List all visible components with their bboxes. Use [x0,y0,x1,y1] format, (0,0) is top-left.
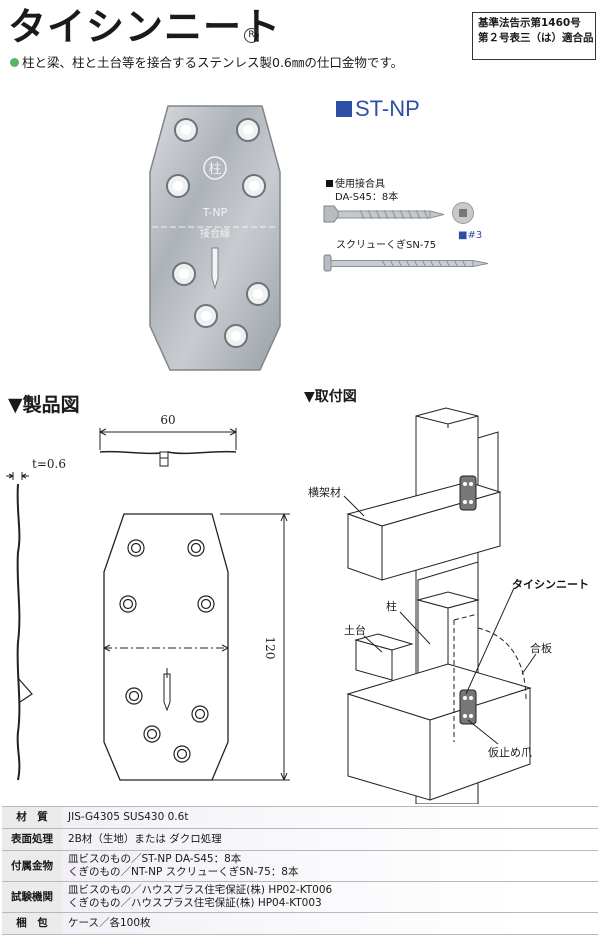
plate-stamp: 柱 [208,162,221,177]
dimension-thickness: t=0.6 [32,457,66,471]
drive-icon [452,202,474,224]
nail-photo [323,254,489,272]
spec-value: 皿ビスのもの／ST-NP DA-S45：8本 くぎのもの／NT-NP スクリュー… [62,850,598,882]
screw-photo [323,205,445,223]
label-beam: 横架材 [308,485,341,499]
square-bullet-icon [326,180,333,187]
plate-model-stamp: T-NP [202,206,228,219]
spec-row-fittings: 付属金物 皿ビスのもの／ST-NP DA-S45：8本 くぎのもの／NT-NP … [2,850,598,882]
label-product: タイシンニート [512,578,589,591]
cert-line-1: 基準法告示第1460号 [478,17,581,29]
section-heading-install: ▼取付図 [304,389,357,405]
spec-key: 付属金物 [2,850,62,882]
label-sill: 土台 [344,623,366,637]
spec-value: 2B材（生地）または ダクロ処理 [62,828,598,851]
product-description: 柱と梁、柱と土台等を接合するステンレス製0.6㎜の仕口金物です。 [10,52,403,71]
product-photo: 柱 T-NP 接合線 [149,105,281,371]
plate-joint-line-stamp: 接合線 [200,227,230,240]
product-drawing: 60 t=0.6 120 [6,413,290,781]
spec-key: 試験機関 [2,881,62,913]
model-number: ST-NP [336,96,420,122]
cert-line-2: 第２号表三（は）適合品 [478,32,594,44]
section-heading-drawing: ▼製品図 [8,394,80,416]
spec-value: JIS-G4305 SUS430 0.6t [62,806,598,829]
dimension-height: 120 [263,637,277,660]
square-icon [336,101,352,117]
spec-value: ケース／各100枚 [62,912,598,935]
spec-key: 梱 包 [2,912,62,935]
dimension-width: 60 [160,413,175,427]
spec-row-surface: 表面処理 2B材（生地）または ダクロ処理 [2,828,598,851]
spec-key: 表面処理 [2,828,62,851]
spec-table: 材 質 JIS-G4305 SUS430 0.6t 表面処理 2B材（生地）また… [2,806,598,935]
label-plywood: 合板 [530,641,552,655]
spec-row-material: 材 質 JIS-G4305 SUS430 0.6t [2,806,598,829]
nail-label: スクリューくぎSN-75 [336,240,437,251]
spec-row-testing: 試験機関 皿ビスのもの／ハウスプラス住宅保証(株) HP02-KT006 くぎの… [2,881,598,913]
spec-key: 材 質 [2,806,62,829]
bullet-icon [10,58,19,67]
spec-row-packing: 梱 包 ケース／各100枚 [2,912,598,935]
description-text: 柱と梁、柱と土台等を接合するステンレス製0.6㎜の仕口金物です。 [22,55,404,70]
drive-size: ■#3 [458,230,483,241]
screw1-label: DA-S45：8本 [335,192,399,203]
label-temp-tab: 仮止め爪 [488,746,532,759]
registered-mark: R [244,28,259,43]
spec-value: 皿ビスのもの／ハウスプラス住宅保証(株) HP02-KT006 くぎのもの／ハウ… [62,881,598,913]
certification-box: 基準法告示第1460号 第２号表三（は）適合品 [472,12,596,60]
fastener-heading: 使用接合具 DA-S45：8本 [326,178,398,204]
label-column: 柱 [386,599,397,613]
installation-drawing: 横架材 タイシンニート 柱 土台 合板 仮止め爪 [308,407,589,804]
page-title: タイシンニート [8,5,282,49]
